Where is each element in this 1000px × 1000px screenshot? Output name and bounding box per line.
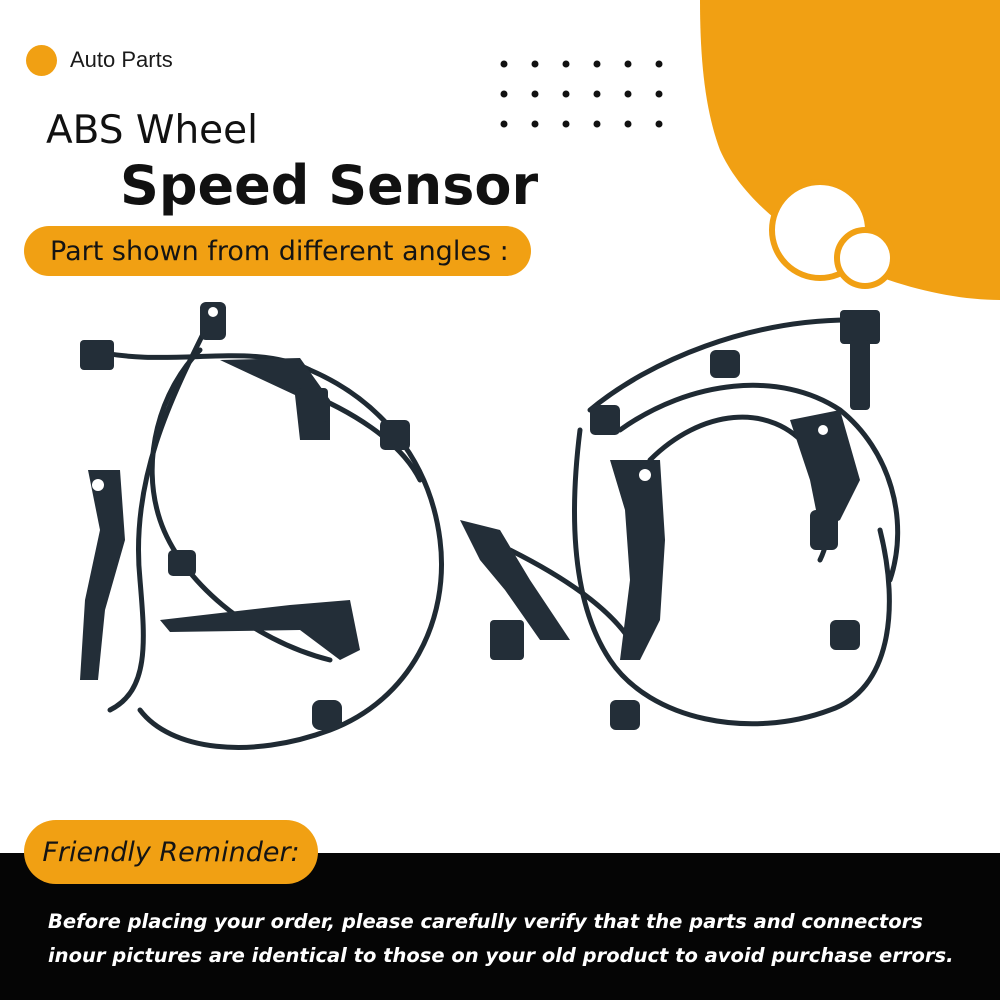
reminder-text-line-2: inour pictures are identical to those on… xyxy=(48,944,954,967)
dot-grid-decoration xyxy=(500,60,663,128)
title-line-1: ABS Wheel xyxy=(46,108,259,153)
angles-label-pill: Part shown from different angles : xyxy=(24,226,531,276)
reminder-text-line-1: Before placing your order, please carefu… xyxy=(48,910,923,933)
brand-label: Auto Parts xyxy=(70,47,173,72)
reminder-text: Before placing your order, please carefu… xyxy=(48,905,978,973)
friendly-reminder-pill: Friendly Reminder: xyxy=(24,820,318,884)
title-line-2: Speed Sensor xyxy=(120,154,539,217)
orange-dot-icon xyxy=(26,45,57,76)
abs-sensor-harness-icon xyxy=(80,302,901,750)
